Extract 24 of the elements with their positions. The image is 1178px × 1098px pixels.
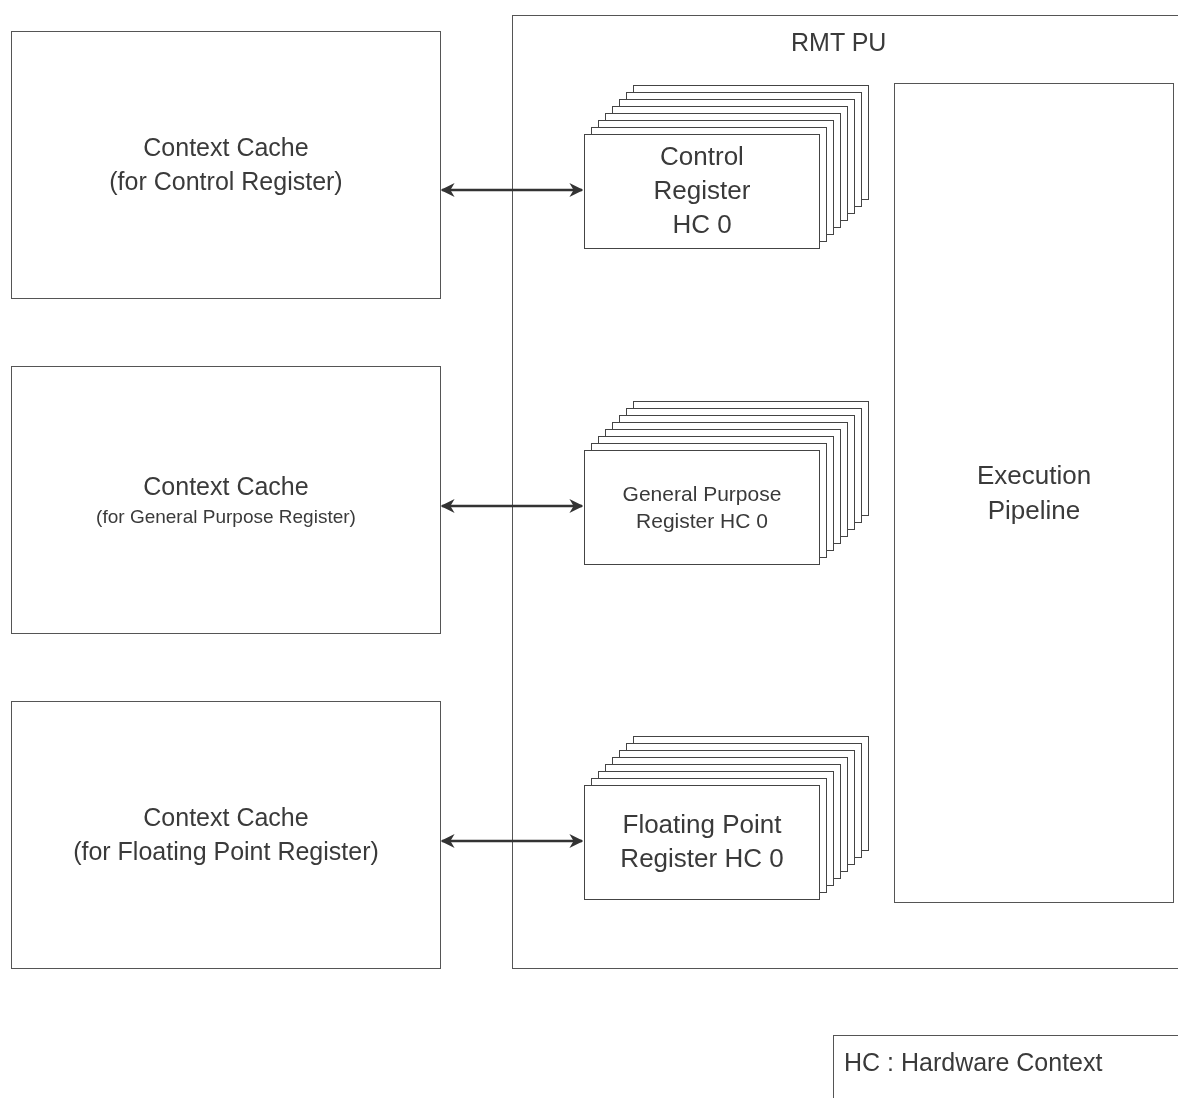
pipeline-box [894, 83, 1174, 903]
double-arrow [440, 834, 584, 848]
box-label: Context Cache [142, 471, 310, 503]
register-label: General Purpose Register HC 0 [621, 480, 783, 534]
register-label: Control Register HC 0 [652, 140, 752, 241]
register-label: Floating Point Register HC 0 [619, 808, 785, 875]
register-stack [584, 736, 869, 903]
note-box [833, 1035, 1178, 1098]
box-label: Execution Pipeline [975, 458, 1093, 527]
unit-container [512, 15, 1178, 969]
register-stack [584, 85, 869, 249]
box-label: (for Floating Point Register) [72, 836, 380, 867]
cache-box [11, 366, 441, 634]
register-stack [584, 401, 869, 568]
cache-box [11, 31, 441, 299]
cache-box [11, 701, 441, 969]
double-arrow [440, 499, 584, 513]
box-label: Context Cache [142, 802, 310, 834]
box-label: (for Control Register) [108, 166, 344, 197]
container-title: RMT PU [791, 27, 887, 58]
double-arrow [440, 183, 584, 197]
box-label: (for General Purpose Register) [95, 505, 357, 530]
box-label: Context Cache [142, 132, 310, 164]
note-text: HC : Hardware Context [844, 1048, 1103, 1077]
